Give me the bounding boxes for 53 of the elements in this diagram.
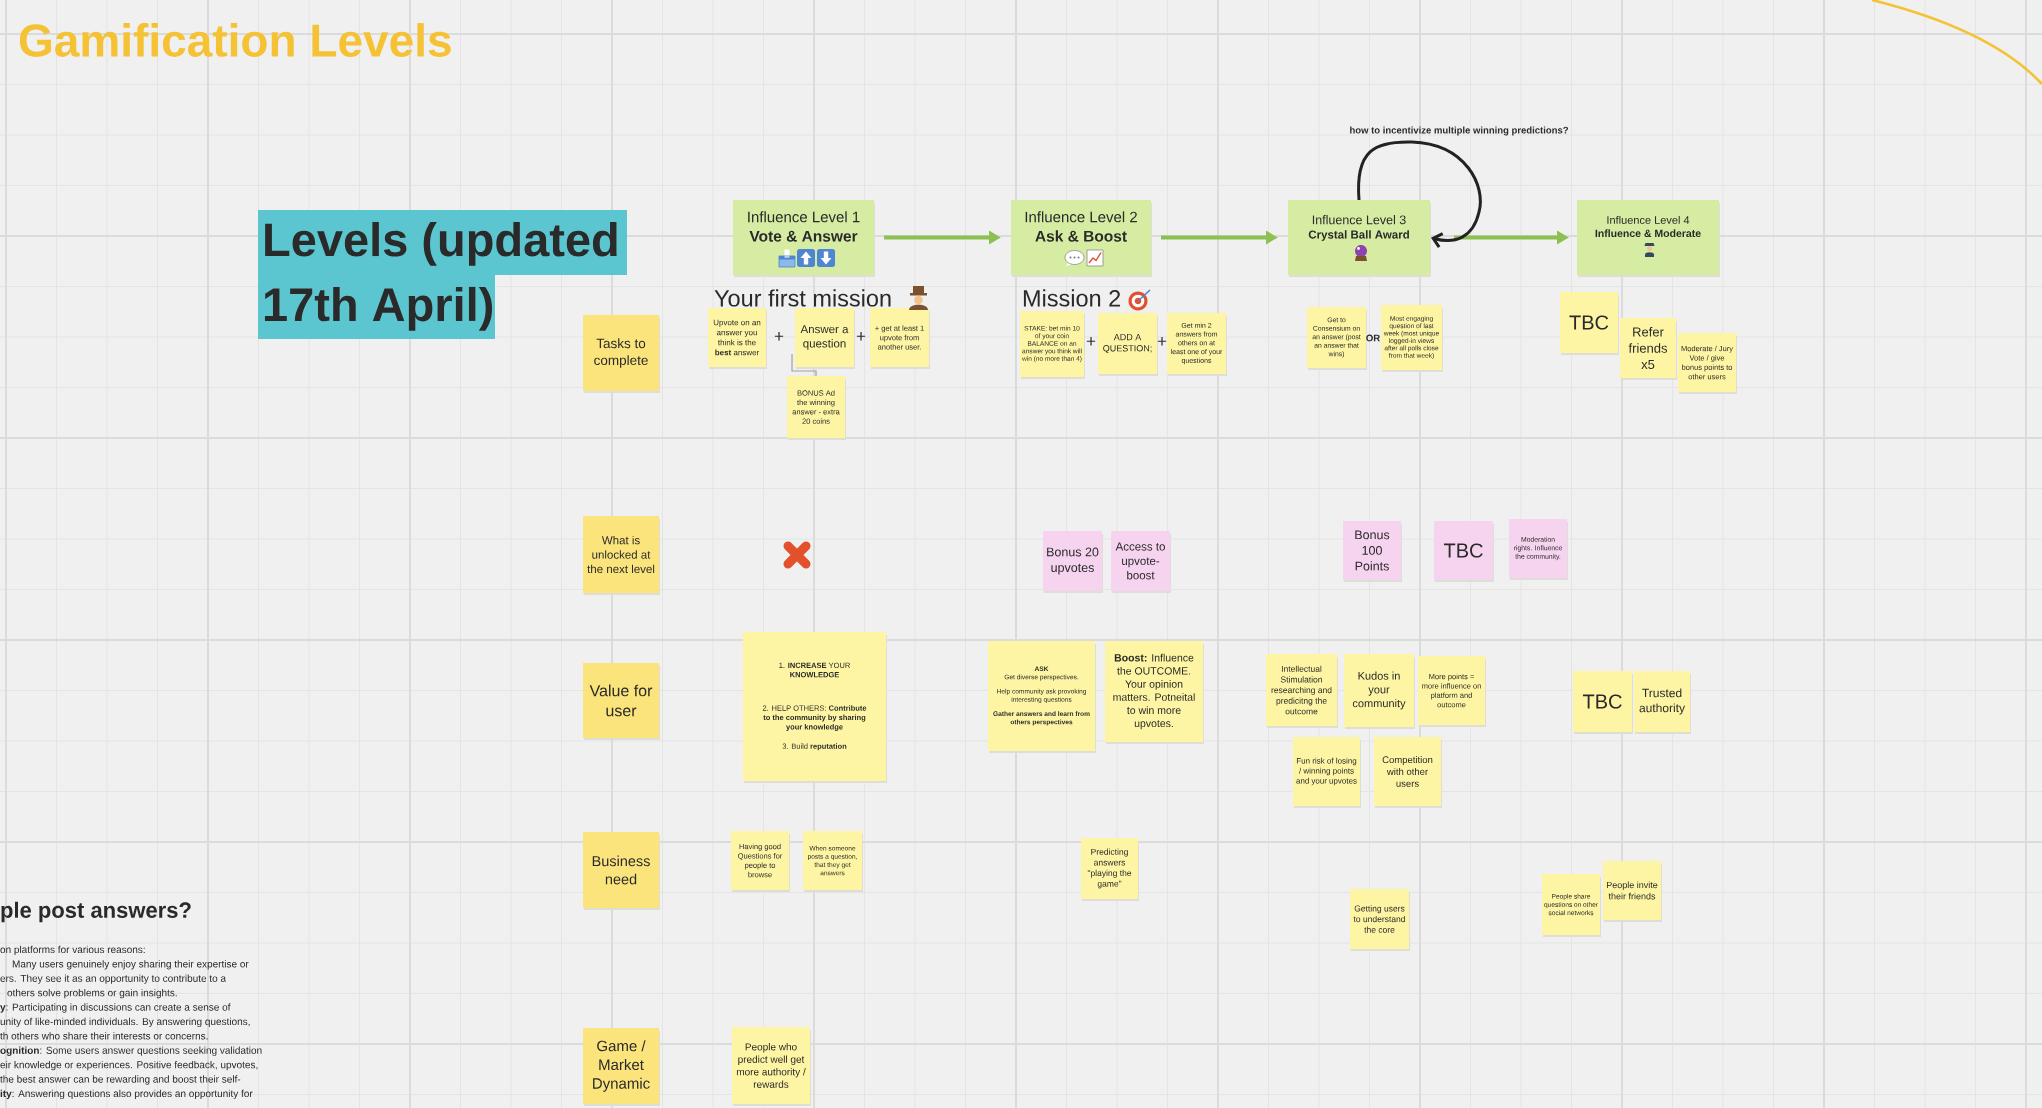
sticky-note: Trusted authority [1634, 671, 1691, 734]
body-text: the best answer can be rewarding and boost their self- [0, 1075, 241, 1085]
body-text: others solve problems or gain insights. [7, 988, 177, 999]
sticky-note: TBC [1560, 292, 1619, 355]
sticky-note: Boost: Influence the OUTCOME. Your opinion matters. Potneital to win more upvotes. [1105, 641, 1204, 744]
level-card: Influence Level 2 Ask & Boost [1011, 200, 1152, 277]
heading-text: Your first mission [714, 289, 891, 307]
row-header-note: Value for user [583, 663, 660, 740]
heading-text: ple post answers? [1, 901, 191, 923]
body-text: on platforms for various reasons: [0, 945, 145, 956]
sticky-note: Answer a question [795, 308, 855, 369]
row-header-note: Tasks to complete [583, 315, 660, 393]
sticky-note: TBC [1573, 671, 1633, 734]
note-text: OR [1366, 334, 1380, 342]
body-text: ity: Answering questions also provides an opportunity for [0, 1089, 253, 1100]
body-text: y: Participating in discussions can create a sense of [0, 1003, 231, 1013]
sticky-note: Predicting answers "playing the game" [1081, 838, 1139, 901]
note-text: how to incentivize multiple winning predictions? [1350, 126, 1568, 136]
connector-line [791, 353, 817, 377]
sticky-note: ADD A QUESTION; [1098, 313, 1158, 376]
curved-arrow [1357, 140, 1482, 248]
sticky-note: Bonus 100 Points [1343, 521, 1402, 582]
body-text: ers. They see it as an opportunity to contribute to a [0, 974, 226, 984]
plus-sign: + [774, 332, 784, 341]
sticky-note: Intellectual Stimulation researching and predicitng the outcome [1266, 654, 1338, 728]
body-text: ognition: Some users answer questions seeking validation [0, 1046, 262, 1056]
row-header-note: Game / Market Dynamic [583, 1028, 660, 1106]
body-text: Many users genuinely enjoy sharing their expertise or [12, 960, 249, 970]
sticky-note: People invite their friends [1603, 861, 1662, 922]
sticky-note: Competition with other users [1374, 737, 1442, 808]
plus-sign: + [1157, 337, 1167, 346]
level-card: Influence Level 4 Influence & Moderate [1577, 200, 1720, 277]
plus-sign: + [856, 332, 866, 341]
heading-text: Mission 2 [1023, 289, 1121, 307]
title: Gamification Levels [19, 23, 451, 57]
sticky-note: TBC [1434, 521, 1494, 582]
sticky-note: Fun risk of losing / winning points and your upvotes [1293, 737, 1361, 808]
plus-sign: + [1086, 337, 1096, 346]
level-card: Influence Level 1 Vote & Answer [733, 200, 875, 277]
level-card: Influence Level 3 Crystal Ball Award [1288, 200, 1431, 277]
body-text: unity of like-minded individuals. By answering questions, [0, 1017, 250, 1028]
row-header-note: Business need [583, 832, 660, 910]
sticky-note: People who predict well get more authority / rewards [732, 1027, 811, 1106]
sticky-note: Getting users to understand the core [1350, 889, 1410, 951]
sticky-note: Kudos in your community [1344, 654, 1415, 729]
row-header-note: What is unlocked at the next level [583, 516, 660, 595]
sticky-note: Access to upvote-boost [1111, 531, 1171, 593]
body-text: eir knowledge or experiences. Positive feedback, upvotes, [0, 1060, 258, 1071]
highlighted-heading: Levels (updated 17th April) [258, 210, 627, 339]
body-text: th others who share their interests or concerns. [0, 1032, 208, 1040]
sticky-note: Bonus 20 upvotes [1043, 531, 1103, 593]
sticky-note: Refer friends x5 [1620, 318, 1677, 380]
sticky-note: Upvote on an answer you think is the best answer [708, 308, 767, 369]
